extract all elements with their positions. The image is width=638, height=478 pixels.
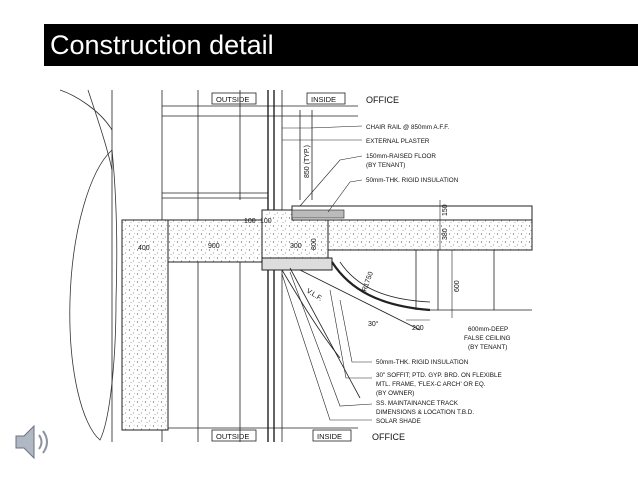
dim-800: 800	[311, 238, 318, 250]
slide-title: Construction detail	[44, 24, 638, 66]
label-outside-bottom: OUTSIDE	[216, 432, 249, 441]
dim-400: 400	[138, 245, 150, 252]
label-inside-bottom: INSIDE	[317, 432, 342, 441]
dim-angle: 30°	[368, 320, 379, 328]
lower-callout-1: 30" SOFFIT; PTD. GYP. BRD. ON FLEXIBLE	[376, 372, 502, 379]
speaker-icon[interactable]	[12, 420, 56, 464]
dim-850-typ: 850 (TYP.)	[304, 145, 311, 178]
dim-380: 380	[442, 228, 449, 240]
label-office-top: OFFICE	[366, 95, 399, 105]
callout-leaders	[281, 125, 373, 421]
dim-150: 150	[442, 204, 449, 216]
dim-200: 200	[412, 325, 424, 332]
solar-shade-lines	[281, 267, 421, 399]
dim-100b: 100	[260, 218, 272, 225]
dim-600: 600	[454, 280, 461, 292]
lower-callout-3: (BY OWNER)	[376, 390, 414, 397]
callout-1: EXTERNAL PLASTER	[366, 138, 430, 145]
top-label-boxes	[211, 92, 346, 105]
lower-callout-0: 50mm-THK. RIGID INSULATION	[376, 359, 469, 366]
rigid-insulation-top	[291, 209, 345, 219]
dimension-lines	[406, 200, 453, 321]
beam-soffit	[261, 257, 333, 271]
dim-300: 300	[290, 243, 302, 250]
ceiling-note-1: FALSE CEILING	[464, 335, 511, 342]
foliage-outlines	[59, 89, 118, 441]
dim-100a: 100	[244, 218, 256, 225]
false-ceiling	[415, 250, 532, 311]
concrete-column	[121, 219, 169, 431]
curved-soffit	[331, 261, 431, 312]
lower-callout-6: SOLAR SHADE	[376, 418, 421, 425]
dim-900: 900	[208, 243, 220, 250]
horizontal-lines	[162, 105, 358, 429]
callout-4: 50mm-THK. RIGID INSULATION	[366, 177, 459, 184]
lower-callout-2: MTL. FRAME, 'FLEX-C ARCH' OR EQ.	[376, 381, 486, 388]
ceiling-note-0: 600mm-DEEP	[468, 326, 508, 333]
callout-2: 150mm-RAISED FLOOR	[366, 153, 436, 160]
lower-callout-5: DIMENSIONS & LOCATION T.B.D.	[376, 409, 474, 416]
lower-callout-4: SS. MAINTAINANCE TRACK	[376, 400, 459, 407]
callout-0: CHAIR RAIL @ 850mm A.F.F.	[366, 124, 449, 131]
label-outside-top: OUTSIDE	[216, 95, 249, 104]
callout-3: (BY TENANT)	[366, 162, 405, 169]
bottom-label-boxes	[211, 429, 352, 442]
label-inside-top: INSIDE	[311, 95, 336, 104]
label-office-bottom: OFFICE	[372, 432, 405, 442]
ceiling-note-2: (BY TENANT)	[468, 344, 507, 351]
floor-slab-outside	[167, 219, 263, 263]
